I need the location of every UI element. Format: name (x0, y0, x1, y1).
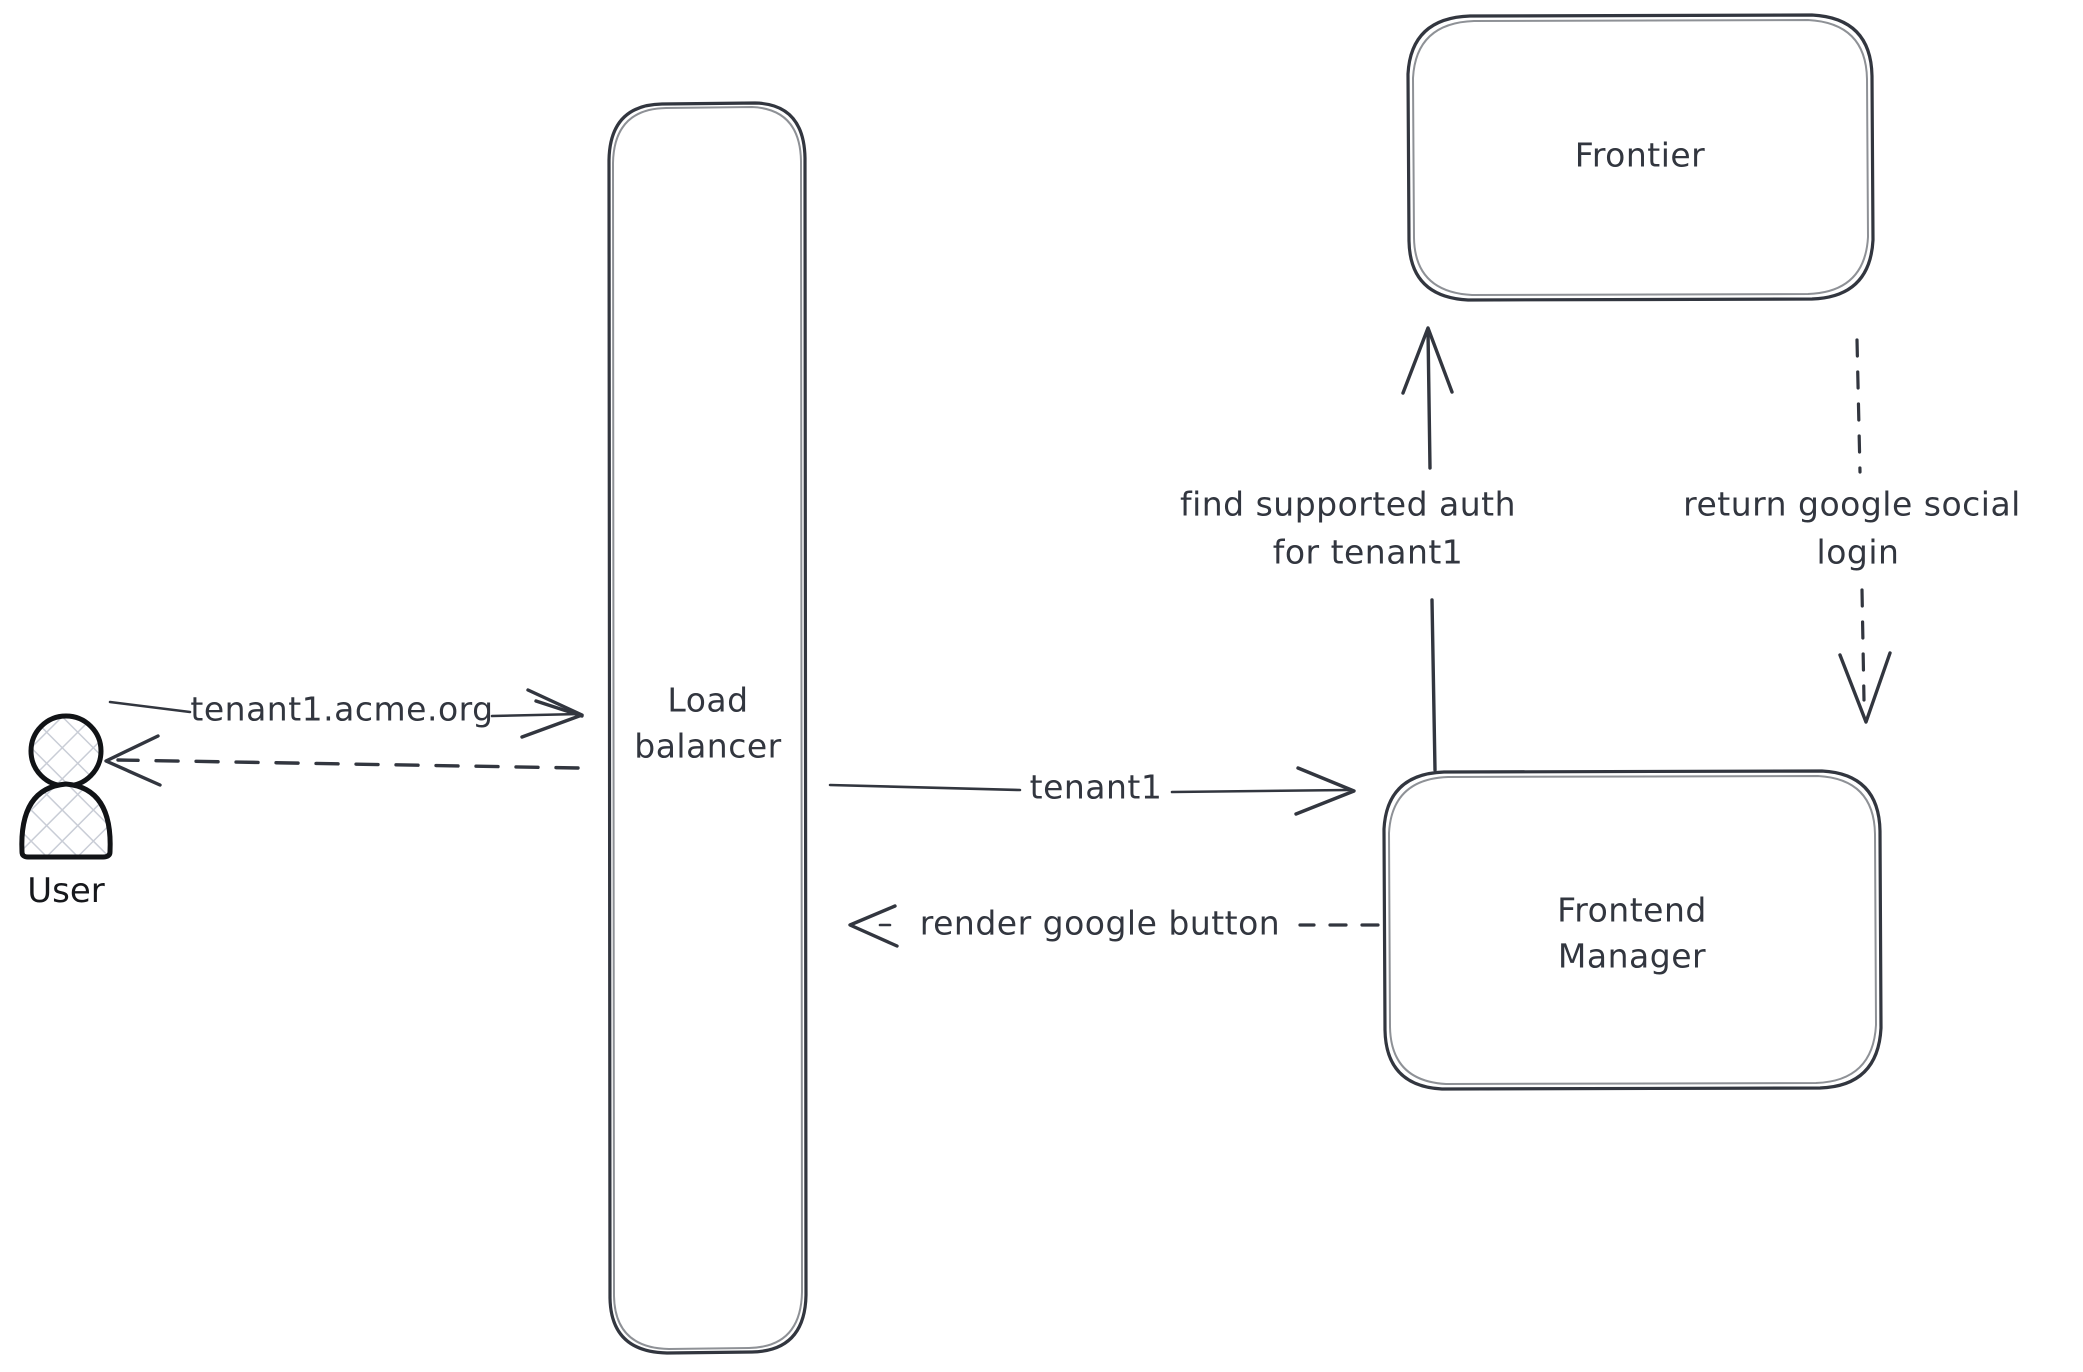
node-frontend-manager[interactable]: Frontend Manager (1382, 769, 1883, 1091)
edge-load-balancer-to-frontend-manager-label: tenant1 (1030, 768, 1163, 807)
node-frontend-manager-label-line2: Manager (1558, 937, 1706, 976)
actor-user-label: User (27, 871, 105, 911)
edge-load-balancer-to-frontend-manager[interactable]: tenant1 (828, 766, 1356, 816)
edge-frontier-to-frontend-manager-label-line1: return google social (1683, 485, 2021, 524)
person-head-icon (28, 713, 104, 789)
edge-frontend-manager-to-frontier-label-line2: for tenant1 (1273, 533, 1464, 572)
node-frontier-label: Frontier (1575, 136, 1706, 175)
edge-user-to-load-balancer[interactable]: tenant1.acme.org (108, 688, 584, 739)
actor-user[interactable]: User (19, 713, 113, 911)
edge-user-to-load-balancer-label: tenant1.acme.org (190, 690, 493, 729)
edge-frontier-to-frontend-manager[interactable]: return google social login (1683, 338, 2021, 724)
person-body-icon (19, 781, 113, 860)
edge-frontend-manager-to-load-balancer-label: render google button (920, 904, 1280, 943)
node-frontier[interactable]: Frontier (1406, 13, 1875, 302)
edge-frontier-to-frontend-manager-label-line2: login (1817, 533, 1900, 572)
edge-frontend-manager-to-frontier[interactable]: find supported auth for tenant1 (1180, 326, 1516, 772)
edge-frontend-manager-to-frontier-label-line1: find supported auth (1180, 485, 1516, 524)
node-frontend-manager-label-line1: Frontend (1557, 891, 1707, 930)
node-load-balancer[interactable]: Load balancer (607, 101, 808, 1355)
node-load-balancer-label-line2: balancer (634, 727, 782, 766)
edge-load-balancer-to-user[interactable] (104, 734, 580, 787)
edge-frontend-manager-to-load-balancer[interactable]: render google button (848, 904, 1380, 948)
node-load-balancer-label-line1: Load (667, 681, 748, 720)
